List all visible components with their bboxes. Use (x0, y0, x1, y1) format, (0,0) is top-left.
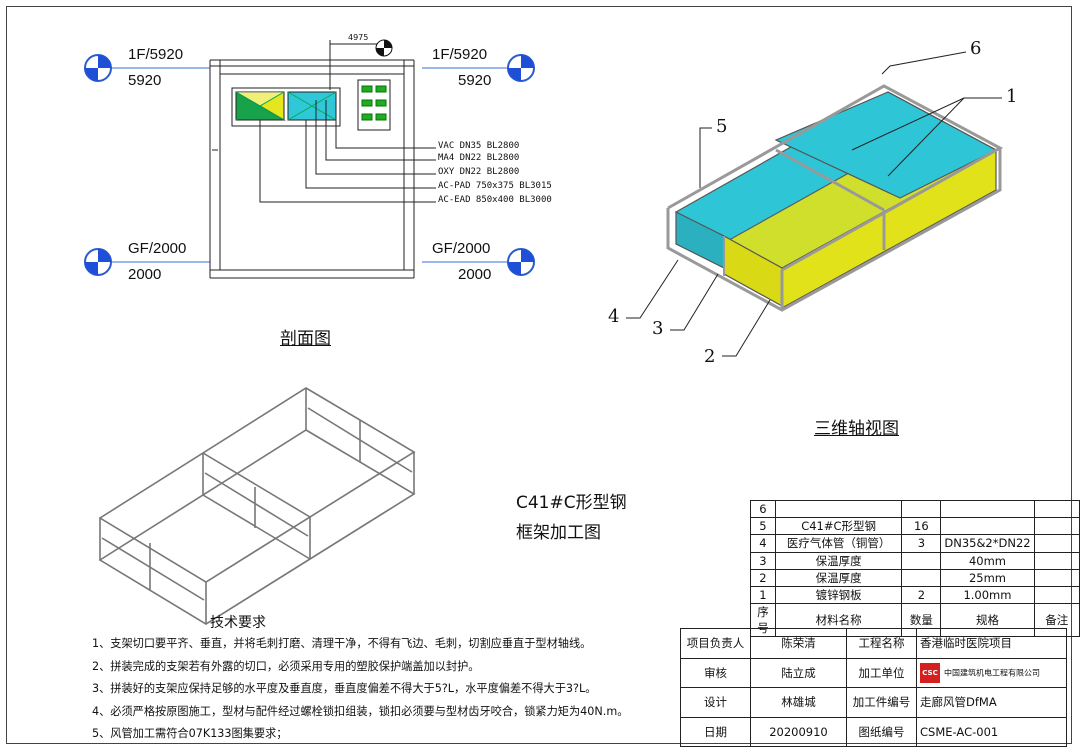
level-marker-icon (507, 54, 535, 82)
table-row: 设计 林雄城 加工件编号 走廊风管DfMA (680, 687, 1067, 718)
table-row: 日期 20200910 图纸编号 CSME-AC-001 (680, 716, 1067, 748)
notes-title: 技术要求 (210, 615, 266, 631)
callout-number: 2 (704, 346, 716, 367)
note-item: 4、必须严格按原图施工，型材与配件经过螺栓锁扣组装，锁扣必须要与型材齿牙咬合，锁… (92, 704, 629, 718)
table-row: 1 镀锌钢板 2 1.00mm (750, 585, 1080, 605)
note-item: 3、拼装好的支架应保持足够的水平度及垂直度，垂直度偏差不得大于5?L，水平度偏差… (92, 682, 597, 696)
note-item: 5、风管加工需符合07K133图集要求； (92, 727, 288, 741)
drawing-sheet (6, 6, 1072, 744)
level-label: GF/2000 (128, 240, 187, 257)
level-value: 5920 (458, 72, 492, 89)
level-label: 1F/5920 (128, 46, 184, 63)
frame-view (98, 387, 416, 625)
axonometric-view (666, 84, 1004, 312)
level-marker-icon (84, 54, 112, 82)
section-view (86, 40, 520, 279)
pipe-label: AC-PAD 750x375 BL3015 (438, 181, 552, 191)
level-marker-icon (507, 248, 535, 276)
callout-number: 4 (608, 306, 620, 327)
callout-number: 5 (716, 116, 728, 137)
level-marker-icon (84, 248, 112, 276)
note-item: 1、支架切口要平齐、垂直，并将毛刺打磨、清理干净，不得有飞边、毛刺，切割应垂直于… (92, 637, 592, 650)
frame-caption-line1: C41#C形型钢 (516, 493, 627, 513)
table-row: 4 医疗气体管（铜管） 3 DN35&2*DN22 (750, 534, 1080, 553)
pipe-label: AC-EAD 850x400 BL3000 (438, 195, 552, 205)
level-value: 2000 (458, 266, 492, 283)
technical-notes: 1、支架切口要平齐、垂直，并将毛刺打磨、清理干净，不得有飞边、毛刺，切割应垂直于… (92, 633, 628, 746)
table-row: 2 保温厚度 25mm (750, 568, 1080, 587)
pipe-label: VAC DN35 BL2800 (438, 141, 520, 151)
level-value: 5920 (128, 72, 162, 89)
frame-caption-line2: 框架加工图 (516, 523, 601, 543)
callout-leaders (626, 51, 1002, 357)
dimension-label: 4975 (348, 33, 369, 42)
level-value: 2000 (128, 266, 162, 283)
callout-number: 3 (652, 318, 664, 339)
level-label: GF/2000 (432, 240, 491, 257)
level-label: 1F/5920 (432, 46, 488, 63)
section-caption: 剖面图 (280, 329, 331, 349)
table-row: 6 (750, 499, 1080, 519)
axo-caption: 三维轴视图 (814, 419, 899, 439)
note-item: 2、拼装完成的支架若有外露的切口，必须采用专用的塑胶保护端盖加以封护。 (92, 659, 480, 673)
pipe-label: OXY DN22 BL2800 (438, 167, 520, 177)
table-row: 5 C41#C形型钢 16 (750, 517, 1080, 536)
company-logo-icon: CSC (920, 662, 940, 683)
callout-number: 6 (970, 38, 982, 59)
pipe-label: MA4 DN22 BL2800 (438, 153, 520, 163)
section-mark-icon (375, 39, 393, 57)
company-name: 中国建筑机电工程有限公司 (944, 668, 1040, 678)
callout-number: 1 (1006, 86, 1018, 107)
bill-of-materials: 6 5 C41#C形型钢 16 4 医疗气体管（铜管） 3 DN35&2*DN2… (750, 499, 1080, 638)
table-row: 项目负责人 陈荣清 工程名称 香港临时医院项目 (680, 628, 1067, 659)
table-row: 3 保温厚度 40mm (750, 551, 1080, 570)
